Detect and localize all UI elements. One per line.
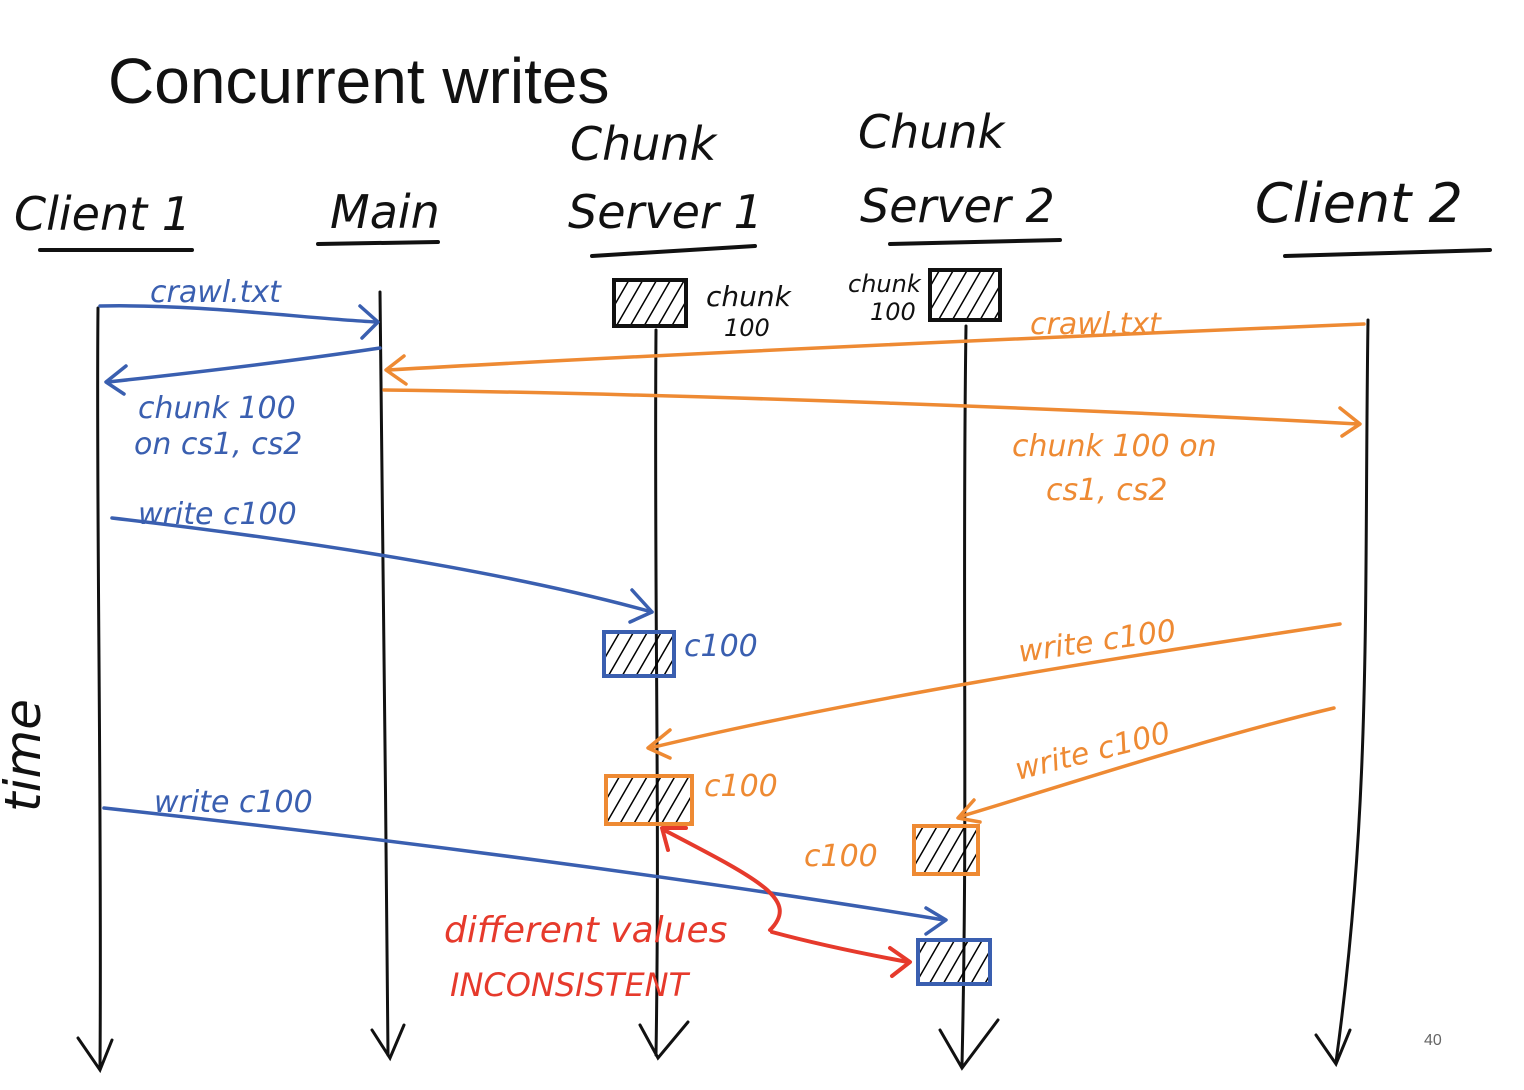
cs2-underline <box>888 238 1062 246</box>
c1-reply-arrow <box>106 346 382 384</box>
main-underline <box>316 240 440 246</box>
c1-reply-label-line2: on cs1, cs2 <box>134 427 302 462</box>
inconsistency-arrowhead-cs1 <box>660 826 688 852</box>
c1-request-arrow <box>98 304 378 324</box>
cs1-label-line1: Chunk <box>570 117 719 171</box>
cs1-chunk-after-c2-write <box>604 774 694 826</box>
cs1-chunk-after-c1-write <box>602 630 676 678</box>
c2-reply-arrow <box>382 388 1360 426</box>
cs2-chunk-initial-label-line2: 100 <box>870 298 916 326</box>
cs1-chunk-initial-label-line1: chunk <box>706 280 793 313</box>
c1-write1-label: write c100 <box>138 497 297 532</box>
cs1-label-line2: Server 1 <box>568 185 763 239</box>
c1-request-label: crawl.txt <box>150 275 282 310</box>
client2-lifeline <box>1334 318 1370 1064</box>
main-lifeline <box>378 290 390 1057</box>
main-label: Main <box>330 185 440 239</box>
cs2-chunk-initial <box>928 268 1002 322</box>
c1-write2-arrow <box>102 806 946 922</box>
cs2-lifeline-arrowhead <box>938 1018 1000 1071</box>
c2-reply-label-line2: cs1, cs2 <box>1046 473 1168 508</box>
c2-write2-arrow <box>960 706 1336 818</box>
client2-underline <box>1283 248 1492 258</box>
cs2-chunk-after-c1-write <box>916 938 992 986</box>
cs2-label-line1: Chunk <box>858 105 1007 159</box>
cs2-chunk-after-c2-write <box>912 824 980 876</box>
cs2-chunk-initial-label-line1: chunk <box>848 270 922 298</box>
slide-title: Concurrent writes <box>108 45 610 117</box>
main-lifeline-arrowhead <box>370 1023 406 1062</box>
inconsistency-arrow-to-cs2 <box>770 930 910 964</box>
inconsistency-arrowhead-cs2 <box>888 946 912 978</box>
cs1-chunk-after-c2-label: c100 <box>704 769 778 804</box>
c1-write1-arrowhead <box>628 588 654 624</box>
annotation-inconsistent: INCONSISTENT <box>450 966 691 1004</box>
cs1-chunk-after-c1-label: c100 <box>684 629 758 664</box>
client1-lifeline-arrowhead <box>76 1036 114 1074</box>
client2-label: Client 2 <box>1255 172 1463 235</box>
cs2-label-line2: Server 2 <box>860 179 1055 233</box>
c2-write2-arrowhead <box>956 798 982 824</box>
c2-write1-arrowhead <box>646 728 672 760</box>
c2-request-arrow <box>386 322 1366 372</box>
client2-lifeline-arrowhead <box>1314 1028 1352 1068</box>
c2-reply-label-line1: chunk 100 on <box>1012 429 1217 464</box>
c1-write2-label: write c100 <box>154 785 313 820</box>
inconsistency-arrow-to-cs1 <box>662 828 782 932</box>
client1-label: Client 1 <box>14 187 191 241</box>
c2-request-label: crawl.txt <box>1030 307 1162 342</box>
c1-reply-arrowhead <box>104 364 128 396</box>
client1-lifeline <box>96 306 102 1070</box>
c1-write2-arrowhead <box>924 906 948 936</box>
c2-reply-arrowhead <box>1338 406 1362 438</box>
c1-write1-arrow <box>110 516 654 614</box>
cs1-underline <box>590 244 757 258</box>
cs1-lifeline-arrowhead <box>638 1020 690 1061</box>
cs1-chunk-initial <box>612 278 688 328</box>
c1-request-arrowhead <box>358 304 380 340</box>
c1-reply-label-line1: chunk 100 <box>138 391 296 426</box>
cs1-chunk-initial-label-line2: 100 <box>724 314 770 342</box>
page-number: 40 <box>1424 1032 1442 1049</box>
annotation-different-values: different values <box>444 910 727 951</box>
c2-request-arrowhead <box>384 354 408 386</box>
cs2-chunk-after-c2-label: c100 <box>804 839 878 874</box>
time-axis-label: time <box>0 699 52 812</box>
c2-write1-arrow <box>648 622 1342 750</box>
cs1-lifeline <box>654 328 659 1057</box>
